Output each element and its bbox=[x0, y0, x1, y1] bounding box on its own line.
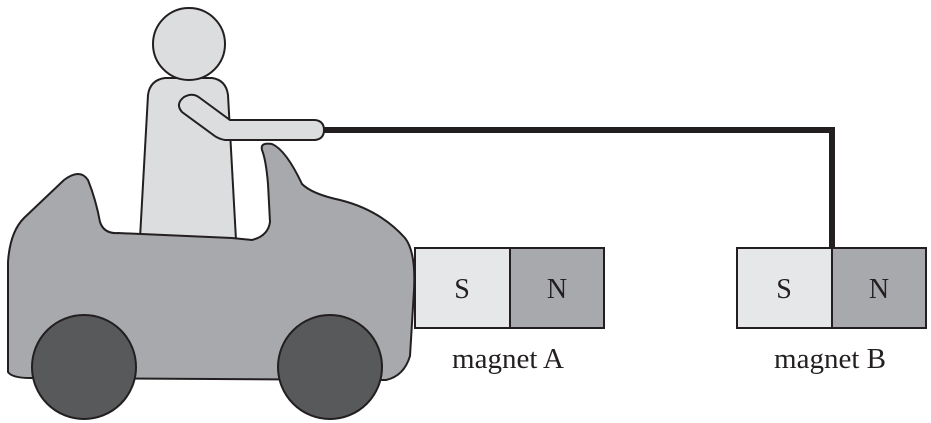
magnet-b-caption: magnet B bbox=[774, 343, 886, 375]
person-arm bbox=[178, 93, 326, 141]
magnet-b-south-label: S bbox=[776, 274, 792, 305]
magnet-b-north-pole bbox=[831, 247, 927, 329]
person-figure bbox=[138, 7, 326, 242]
magnet-a-north-label: N bbox=[547, 274, 567, 305]
person-head bbox=[152, 7, 226, 81]
magnet-a: S N magnet A bbox=[414, 247, 605, 375]
magnet-b: S N magnet B bbox=[736, 247, 927, 375]
rod bbox=[318, 127, 835, 249]
car-wheel-front bbox=[277, 314, 383, 420]
magnet-a-caption: magnet A bbox=[452, 343, 564, 375]
magnet-a-north-pole bbox=[509, 247, 605, 329]
magnet-a-south-label: S bbox=[454, 274, 470, 305]
magnet-a-south-pole bbox=[414, 247, 511, 329]
car-wheel-rear bbox=[31, 314, 137, 420]
magnet-b-north-label: N bbox=[869, 274, 889, 305]
